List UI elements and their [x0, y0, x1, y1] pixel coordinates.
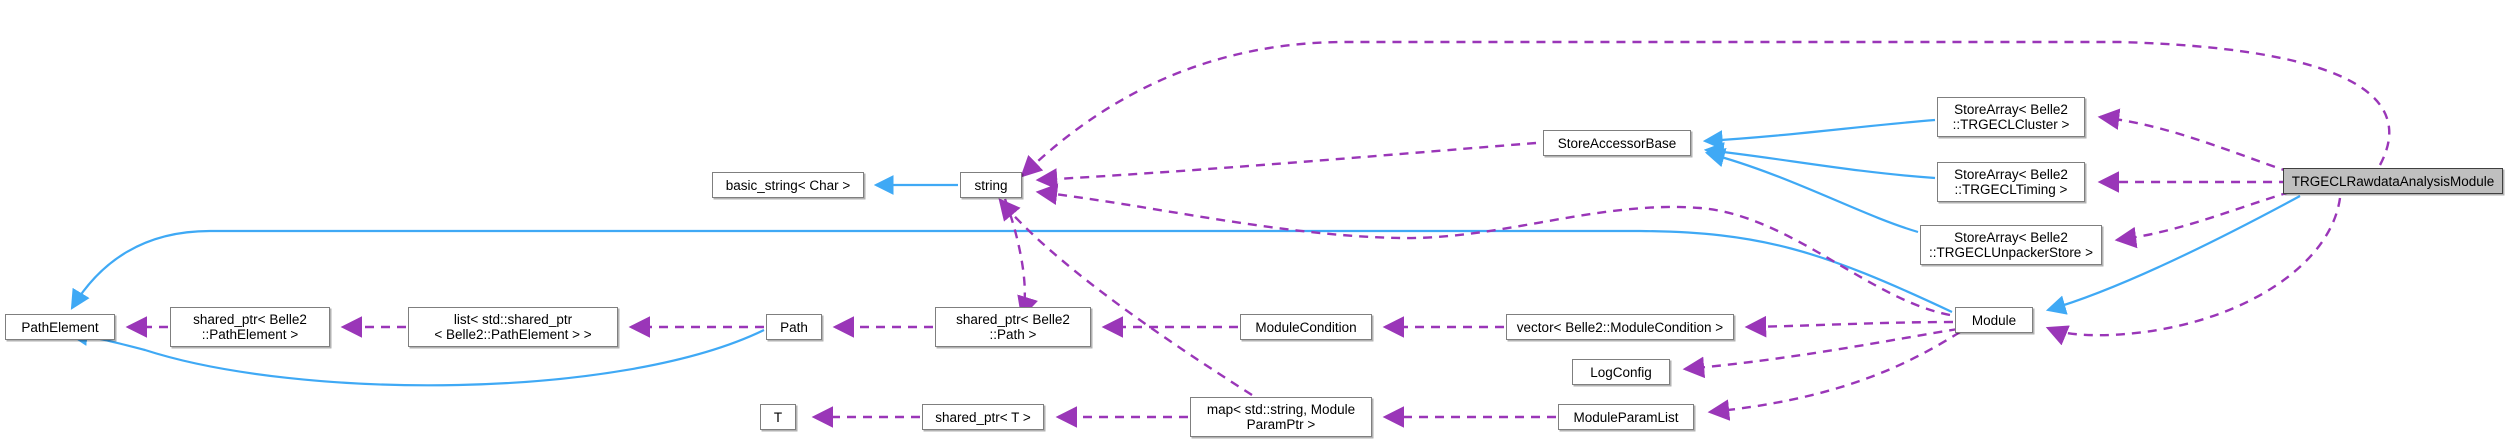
node-t[interactable]: T [760, 404, 796, 430]
edge-sacluster-to-storeaccessorbase [1702, 118, 1936, 150]
node-label: map< std::string, Module ParamPtr > [1206, 402, 1356, 432]
node-label: T [773, 409, 783, 425]
edge-trgeclmodule-usage-to-module [2045, 197, 2342, 346]
edge-module-to-pathelement [70, 229, 1953, 313]
node-label: string [974, 177, 1008, 193]
node-storearray-trgecltiming[interactable]: StoreArray< Belle2 ::TRGECLTiming > [1937, 162, 2085, 202]
node-moduleparamlist[interactable]: ModuleParamList [1558, 404, 1694, 430]
edge-module-to-vecmodulecond [1744, 315, 1954, 338]
inheritance-edges [67, 118, 2301, 387]
node-label: PathElement [21, 319, 99, 335]
node-path[interactable]: Path [766, 314, 822, 340]
usage-edges [125, 40, 2391, 428]
node-label: Module [1971, 312, 2017, 328]
edge-path-to-pathelement [67, 326, 765, 387]
node-modulecondition[interactable]: ModuleCondition [1240, 314, 1372, 340]
node-storearray-trgeclunpackerstore[interactable]: StoreArray< Belle2 ::TRGECLUnpackerStore… [1920, 225, 2102, 265]
edge-trgeclmodule-to-sacluster [2097, 108, 2291, 174]
edge-trgeclmodule-to-saunpacker [2114, 190, 2291, 249]
node-storearray-trgeclcluster[interactable]: StoreArray< Belle2 ::TRGECLCluster > [1937, 97, 2085, 137]
node-logconfig[interactable]: LogConfig [1572, 359, 1670, 385]
node-label: TRGECLRawdataAnalysisModule [2291, 173, 2495, 189]
node-trgeclrawdataanalysismodule[interactable]: TRGECLRawdataAnalysisModule [2283, 168, 2503, 194]
node-vector-modulecondition[interactable]: vector< Belle2::ModuleCondition > [1506, 314, 1734, 340]
node-basic-string-char[interactable]: basic_string< Char > [712, 172, 864, 198]
node-module[interactable]: Module [1955, 307, 2033, 333]
node-label: StoreArray< Belle2 ::TRGECLTiming > [1954, 167, 2068, 197]
node-storeaccessorbase[interactable]: StoreAccessorBase [1543, 130, 1691, 156]
node-label: shared_ptr< T > [935, 409, 1031, 425]
node-label: shared_ptr< Belle2 ::PathElement > [193, 312, 307, 342]
edge-saunpacker-to-storeaccessorbase [1704, 147, 1919, 234]
edge-string-to-mapmoduleparam [998, 198, 1253, 397]
edge-string-to-module [1035, 183, 1951, 317]
node-label: StoreAccessorBase [1557, 135, 1677, 151]
node-string[interactable]: string [960, 172, 1022, 198]
edge-module-to-moduleparamlist [1707, 330, 1961, 421]
edge-string-to-trgeclmodule [1020, 40, 2391, 178]
node-label: StoreArray< Belle2 ::TRGECLUnpackerStore… [1929, 230, 2093, 260]
node-label: ModuleCondition [1255, 319, 1357, 335]
node-shared-ptr-pathelement[interactable]: shared_ptr< Belle2 ::PathElement > [170, 307, 330, 347]
node-map-string-moduleparamptr[interactable]: map< std::string, Module ParamPtr > [1190, 397, 1372, 437]
edge-satiming-to-storeaccessorbase [1703, 142, 1936, 180]
edge-string-to-storeaccessorbase [1035, 141, 1537, 190]
node-label: shared_ptr< Belle2 ::Path > [956, 312, 1070, 342]
node-label: basic_string< Char > [725, 177, 851, 193]
node-label: vector< Belle2::ModuleCondition > [1516, 319, 1724, 335]
edge-string-to-sppath [1003, 198, 1038, 319]
node-shared-ptr-path[interactable]: shared_ptr< Belle2 ::Path > [935, 307, 1091, 347]
node-label: Path [780, 319, 808, 335]
node-label: LogConfig [1590, 364, 1652, 380]
node-label: ModuleParamList [1573, 409, 1679, 425]
node-pathelement[interactable]: PathElement [5, 314, 115, 340]
node-list-shared-ptr-pathelement[interactable]: list< std::shared_ptr < Belle2::PathElem… [408, 307, 618, 347]
edge-trgeclmodule-to-module [2045, 195, 2301, 315]
node-shared-ptr-t[interactable]: shared_ptr< T > [922, 404, 1044, 430]
node-label: list< std::shared_ptr < Belle2::PathElem… [434, 312, 592, 342]
node-label: StoreArray< Belle2 ::TRGECLCluster > [1952, 102, 2070, 132]
